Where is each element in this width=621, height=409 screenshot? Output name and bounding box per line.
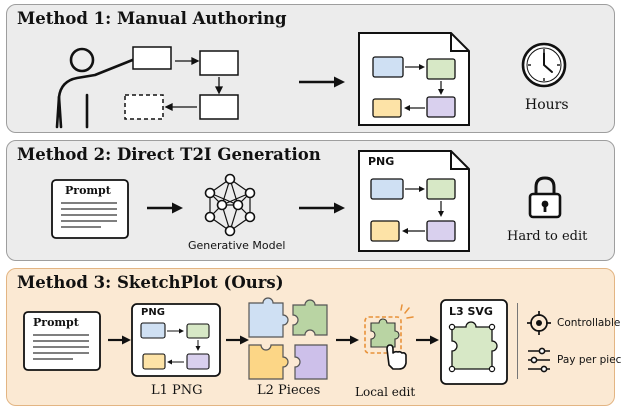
divider <box>517 303 518 379</box>
hours-label: Hours <box>525 97 569 113</box>
lock-icon <box>528 176 562 219</box>
png-document-2 <box>358 150 470 252</box>
method-2-title: Method 2: Direct T2I Generation <box>17 145 321 164</box>
l1-png-card <box>131 303 221 377</box>
manual-flow-arrows <box>164 56 224 112</box>
clock-icon <box>521 42 567 88</box>
method-3-panel: Method 3: SketchPlot (Ours) Prompt PNG L… <box>6 268 621 406</box>
sliders-icon <box>528 347 550 373</box>
method-2-panel: Method 2: Direct T2I Generation Prompt <box>6 140 615 261</box>
puzzle-pieces-icon <box>248 297 328 380</box>
l3-svg-card <box>440 299 508 385</box>
prompt-label-3: Prompt <box>33 316 79 329</box>
arrow-3c <box>336 335 359 345</box>
arrow-2b <box>299 202 345 214</box>
prompt-document-2 <box>51 179 129 239</box>
flow-document-1 <box>358 32 470 126</box>
crosshair-icon <box>527 311 551 335</box>
arrow-3b <box>226 335 249 345</box>
neural-network-icon <box>204 173 256 237</box>
local-edit-icon <box>364 304 414 370</box>
hard-to-edit-label: Hard to edit <box>507 229 588 244</box>
arrow-1 <box>299 76 345 88</box>
png-label-2: PNG <box>368 155 395 168</box>
arrow-2a <box>147 202 183 214</box>
png-label-3: PNG <box>141 307 165 318</box>
arrow-3a <box>108 335 131 345</box>
l1-png-label: L1 PNG <box>151 383 203 398</box>
arrow-3d <box>416 335 439 345</box>
method-3-title: Method 3: SketchPlot (Ours) <box>17 273 284 292</box>
pay-per-piece-label: Pay per piece <box>557 354 621 366</box>
l2-pieces-label: L2 Pieces <box>257 383 321 398</box>
controllable-label: Controllable <box>557 317 621 329</box>
local-edit-label: Local edit <box>355 385 416 399</box>
prompt-document-3 <box>23 311 101 371</box>
prompt-label-2: Prompt <box>65 184 111 197</box>
manual-flow-diagram <box>124 46 239 120</box>
method-1-panel: Method 1: Manual Authoring <box>6 4 615 133</box>
generative-model-label: Generative Model <box>188 239 286 252</box>
manual-authoring-illustration <box>55 46 239 129</box>
l3-svg-label: L3 SVG <box>449 305 493 318</box>
presenter-icon <box>55 47 137 129</box>
method-1-title: Method 1: Manual Authoring <box>17 9 287 28</box>
